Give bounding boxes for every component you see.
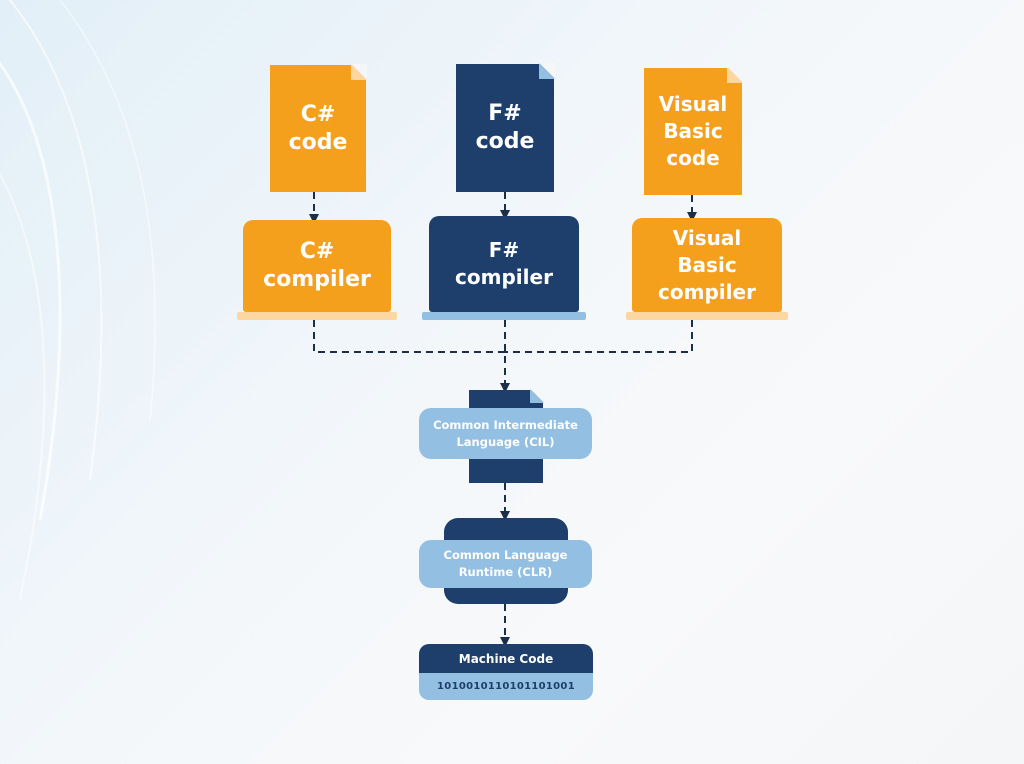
vb-compiler-line2: Basic: [677, 252, 737, 277]
vb-code-document: Visual Basic code: [644, 67, 743, 195]
cil-line1: Common Intermediate: [433, 417, 578, 432]
clr-label: Common Language Runtime (CLR): [419, 540, 592, 588]
vb-compiler-base: [626, 312, 788, 320]
fsharp-compiler-line1: F#: [488, 238, 520, 262]
fsharp-compiler-base: [422, 312, 586, 320]
machine-code-title: Machine Code: [458, 651, 554, 666]
csharp-compiler-line2: compiler: [263, 267, 371, 292]
csharp-code-line1: C#: [300, 101, 336, 127]
page-fold-icon: [539, 63, 555, 79]
csharp-compiler: C# compiler: [243, 220, 391, 312]
page-fold-icon: [727, 67, 743, 83]
vb-code-line2: Basic: [663, 119, 723, 143]
vb-code-line3: code: [666, 146, 720, 170]
csharp-code-line2: code: [288, 129, 348, 155]
vb-compiler: Visual Basic compiler: [632, 218, 782, 312]
fsharp-code-document: F# code: [456, 63, 555, 192]
vb-code-line1: Visual: [658, 92, 728, 116]
fsharp-code-line1: F#: [488, 101, 522, 126]
clr-line1: Common Language: [443, 548, 568, 562]
machine-code-footer: 1010010110101101001: [419, 673, 593, 700]
csharp-compiler-base: [237, 312, 397, 320]
cil-line2: Language (CIL): [456, 434, 555, 449]
connector-vb-compiler-down: [505, 320, 693, 353]
machine-code-binary: 1010010110101101001: [437, 681, 575, 692]
csharp-code-document: C# code: [270, 64, 367, 192]
clr-line2: Runtime (CLR): [458, 565, 553, 579]
machine-code-block: Machine Code 1010010110101101001: [419, 644, 593, 700]
connector-csharp-compiler-down: [313, 320, 505, 353]
fsharp-compiler: F# compiler: [429, 216, 579, 312]
fsharp-compiler-line2: compiler: [455, 265, 553, 289]
vb-compiler-line1: Visual: [672, 225, 742, 250]
machine-code-header: Machine Code: [419, 644, 593, 673]
page-fold-icon: [351, 64, 367, 80]
page-fold-icon: [530, 389, 544, 403]
fsharp-code-line2: code: [475, 129, 535, 154]
cil-label: Common Intermediate Language (CIL): [419, 408, 592, 459]
csharp-compiler-line1: C#: [299, 239, 335, 264]
vb-compiler-line3: compiler: [658, 279, 756, 304]
